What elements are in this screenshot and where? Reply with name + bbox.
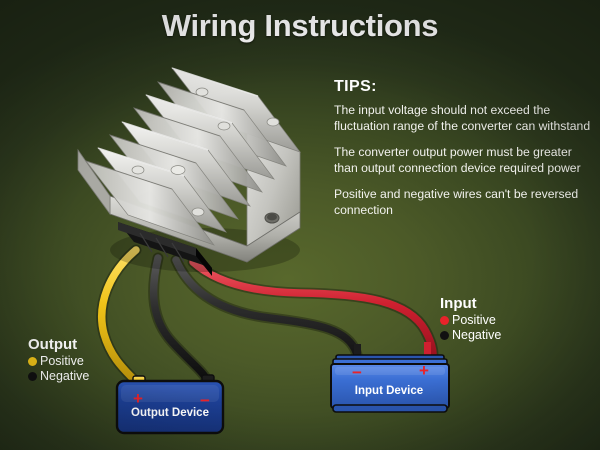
output-device-minus-sign: − bbox=[200, 391, 210, 410]
converter-connector bbox=[118, 222, 212, 276]
tips-panel: TIPS: The input voltage should not excee… bbox=[334, 78, 596, 230]
page-title: Wiring Instructions bbox=[161, 8, 439, 43]
legend-input-row-negative: Negative bbox=[440, 328, 501, 343]
tip-item-1: The input voltage should not exceed the … bbox=[334, 103, 591, 133]
tip-item-2: The converter output power must be great… bbox=[334, 145, 581, 175]
input-device-plus-sign: + bbox=[419, 361, 429, 380]
yellow-dot-icon bbox=[28, 356, 37, 366]
tips-heading: TIPS: bbox=[334, 78, 377, 95]
dc-dc-converter bbox=[77, 67, 301, 276]
converter-screws bbox=[131, 87, 280, 217]
legend-input-title: Input bbox=[440, 295, 477, 312]
output-device-plus-sign: + bbox=[133, 389, 143, 408]
wire-output-positive bbox=[98, 246, 142, 388]
wire-output-negative bbox=[149, 254, 212, 386]
tip-item-3: Positive and negative wires can't be rev… bbox=[334, 187, 579, 218]
red-dot-icon bbox=[440, 315, 449, 325]
black-dot-icon bbox=[440, 330, 449, 340]
input-device-negative-post bbox=[354, 344, 361, 360]
input-device-minus-sign: − bbox=[352, 363, 362, 382]
legend-output: Output Positive Negative bbox=[28, 336, 89, 384]
input-device-positive-post bbox=[424, 342, 431, 360]
black-dot-icon bbox=[28, 371, 37, 381]
legend-output-negative-label: Negative bbox=[40, 368, 90, 383]
legend-output-row-negative: Negative bbox=[28, 369, 89, 384]
legend-output-row-positive: Positive bbox=[28, 354, 89, 369]
legend-input-positive-label: Positive bbox=[452, 313, 496, 327]
output-device[interactable] bbox=[115, 374, 225, 435]
wire-input-positive bbox=[189, 258, 437, 370]
input-device-label: Input Device bbox=[354, 385, 424, 397]
wire-group bbox=[96, 244, 439, 390]
input-device[interactable] bbox=[330, 342, 450, 413]
output-device-body bbox=[115, 379, 225, 435]
legend-input-row-positive: Positive bbox=[440, 313, 501, 328]
output-device-label: Output Device bbox=[131, 407, 209, 419]
legend-input-negative-label: Negative bbox=[452, 327, 502, 342]
legend-output-title: Output bbox=[28, 336, 78, 353]
legend-output-positive-label: Positive bbox=[40, 354, 84, 368]
legend-input: Input Positive Negative bbox=[440, 295, 501, 343]
